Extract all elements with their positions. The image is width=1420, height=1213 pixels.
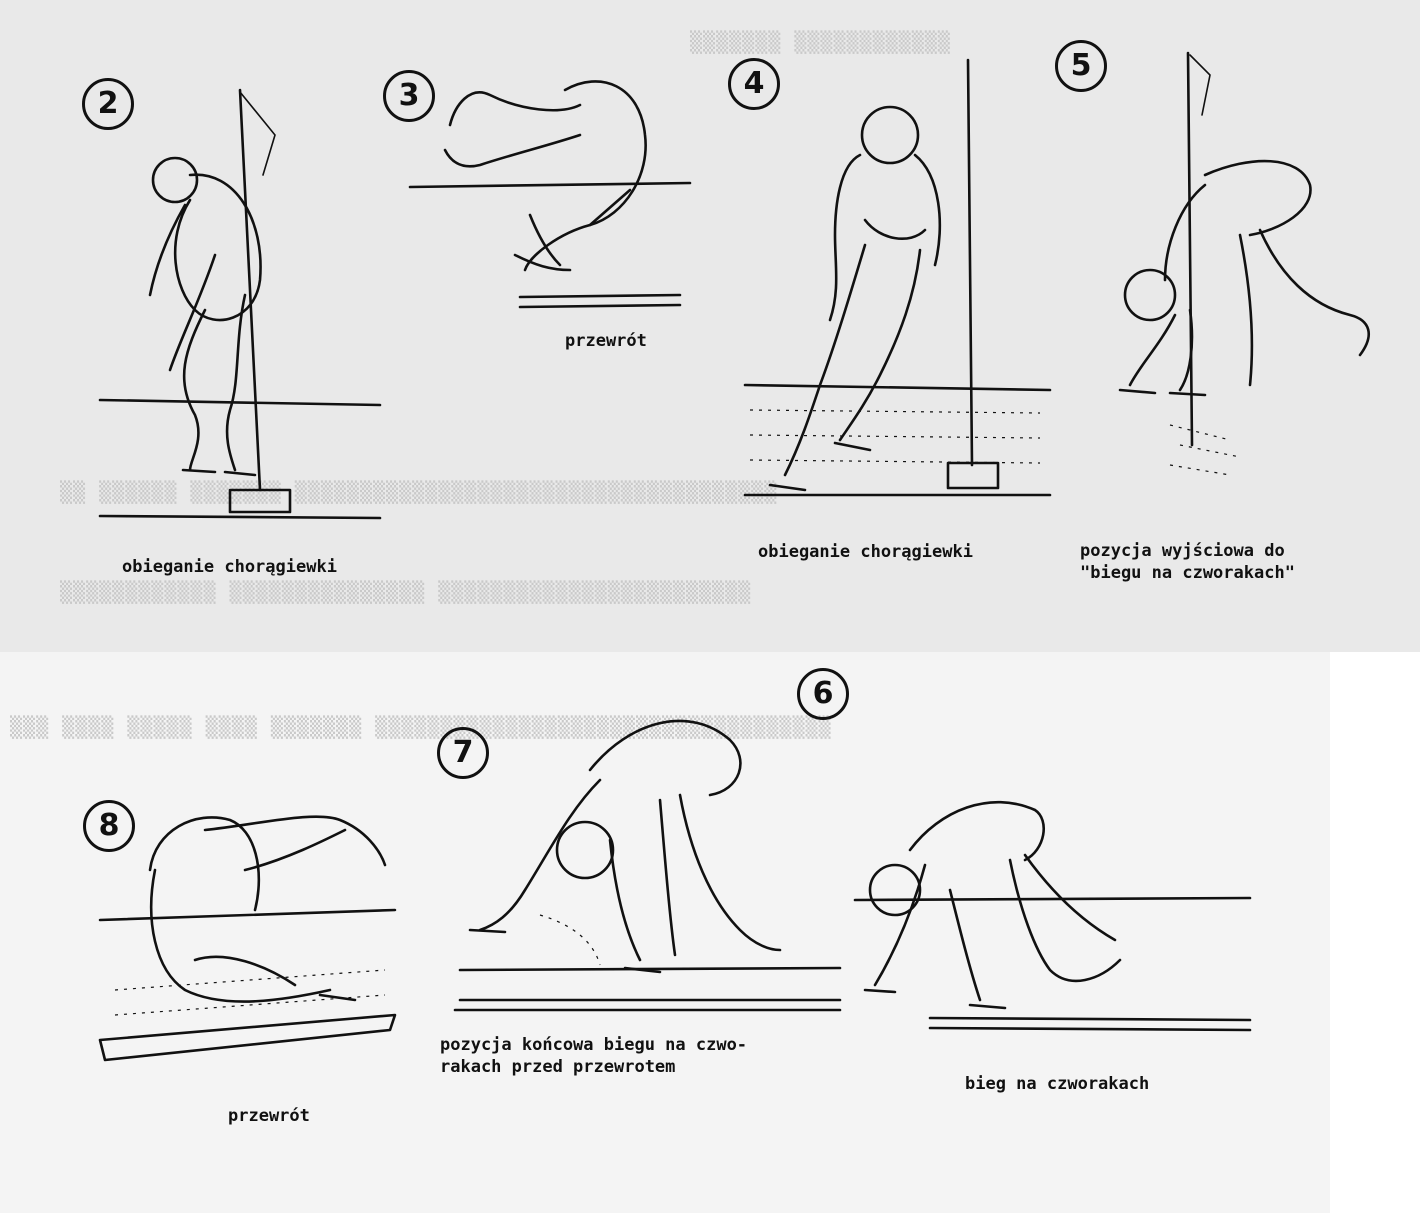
figure-8-illustration (95, 790, 405, 1080)
figure-6-caption: bieg na czworakach (965, 1073, 1149, 1095)
figure-number-5: 5 (1055, 40, 1107, 92)
figure-7-illustration (440, 700, 850, 1030)
figure-5-illustration (1110, 45, 1400, 485)
bleed-through-text: ▒▒▒▒▒▒▒ ▒▒▒▒▒▒▒▒▒▒▒▒ (690, 30, 951, 54)
bleed-through-text: ▒▒▒▒▒▒▒▒▒▒▒▒ ▒▒▒▒▒▒▒▒▒▒▒▒▒▒▒ ▒▒▒▒▒▒▒▒▒▒▒… (60, 580, 751, 604)
figure-5-caption-line2: "biegu na czworakach" (1080, 562, 1295, 584)
figure-3-illustration (400, 65, 700, 325)
figure-5-caption-line1: pozycja wyjściowa do (1080, 540, 1285, 562)
figure-2-caption: obieganie chorągiewki (122, 556, 337, 578)
figure-4-illustration (740, 55, 1060, 515)
blank-margin (1330, 652, 1420, 1213)
figure-3-caption: przewrót (565, 330, 647, 352)
figure-2-illustration (95, 80, 395, 530)
figure-8-caption: przewrót (228, 1105, 310, 1127)
figure-6-illustration (850, 780, 1260, 1040)
figure-7-caption-line2: rakach przed przewrotem (440, 1056, 675, 1078)
figure-7-caption-line1: pozycja końcowa biegu na czwo- (440, 1034, 747, 1056)
figure-4-caption: obieganie chorągiewki (758, 541, 973, 563)
